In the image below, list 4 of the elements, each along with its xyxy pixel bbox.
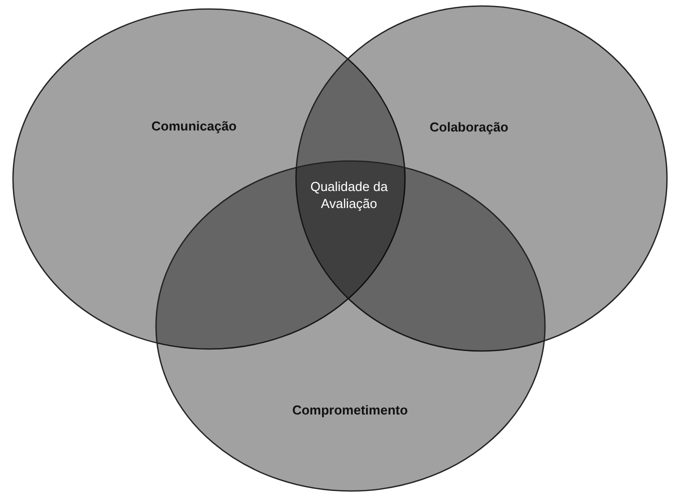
intersection-label: Qualidade da Avaliação	[309, 179, 389, 213]
set-label: Colaboração	[430, 120, 508, 134]
set-label: Comprometimento	[292, 402, 408, 418]
set-label: Comunicação	[151, 118, 237, 134]
